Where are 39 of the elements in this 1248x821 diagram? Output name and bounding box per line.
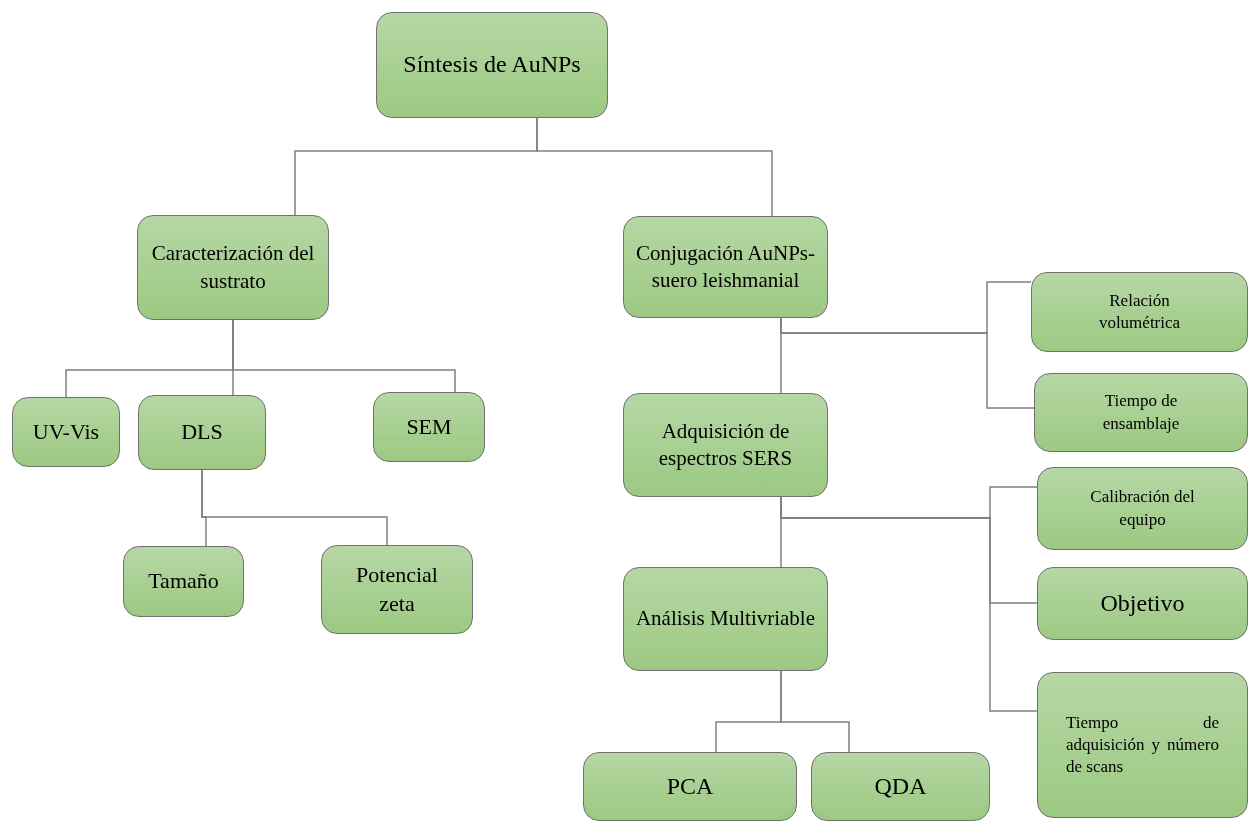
connector-line [780, 317, 1035, 409]
node-label: Tamaño [148, 567, 219, 596]
process-box [623, 216, 828, 318]
process-box [623, 393, 828, 497]
node-label: Tiempo de ensamblaje [1101, 390, 1181, 435]
process-box [623, 567, 828, 671]
node-label: Síntesis de AuNPs [403, 50, 581, 80]
node-label: Adquisición de espectros SERS [657, 417, 794, 472]
node-label: Calibración del equipo [1089, 486, 1196, 531]
process-box [1037, 467, 1248, 550]
node-label: UV-Vis [32, 417, 100, 446]
connector-line [780, 670, 850, 753]
process-box [1037, 567, 1248, 640]
node-label: DLS [181, 418, 223, 447]
process-box [373, 392, 485, 462]
node-label: QDA [874, 771, 927, 801]
node-label: Caracterización del sustrato [150, 240, 316, 295]
process-box [138, 395, 266, 470]
node-label: SEM [406, 412, 452, 441]
process-box [1031, 272, 1248, 352]
process-box [12, 397, 120, 467]
process-box [1037, 672, 1248, 818]
process-box [137, 215, 329, 320]
process-box [811, 752, 990, 821]
process-box [376, 12, 608, 118]
node-label: Análisis Multivriable [635, 605, 816, 633]
node-label: Tiempo de adquisición y número de scans [1066, 711, 1219, 779]
node-label: Relación volumétrica [1097, 289, 1182, 334]
connector-line [201, 469, 388, 546]
node-label: Objetivo [1100, 588, 1185, 618]
node-label: PCA [666, 771, 714, 801]
process-box [321, 545, 473, 634]
process-box [583, 752, 797, 821]
connector-line [232, 319, 456, 393]
connector-line [536, 117, 773, 217]
process-box [123, 546, 244, 617]
node-label: Potencial zeta [355, 560, 439, 618]
node-label: Conjugación AuNPs-suero leishmanial [634, 239, 817, 294]
process-box [1034, 373, 1248, 452]
